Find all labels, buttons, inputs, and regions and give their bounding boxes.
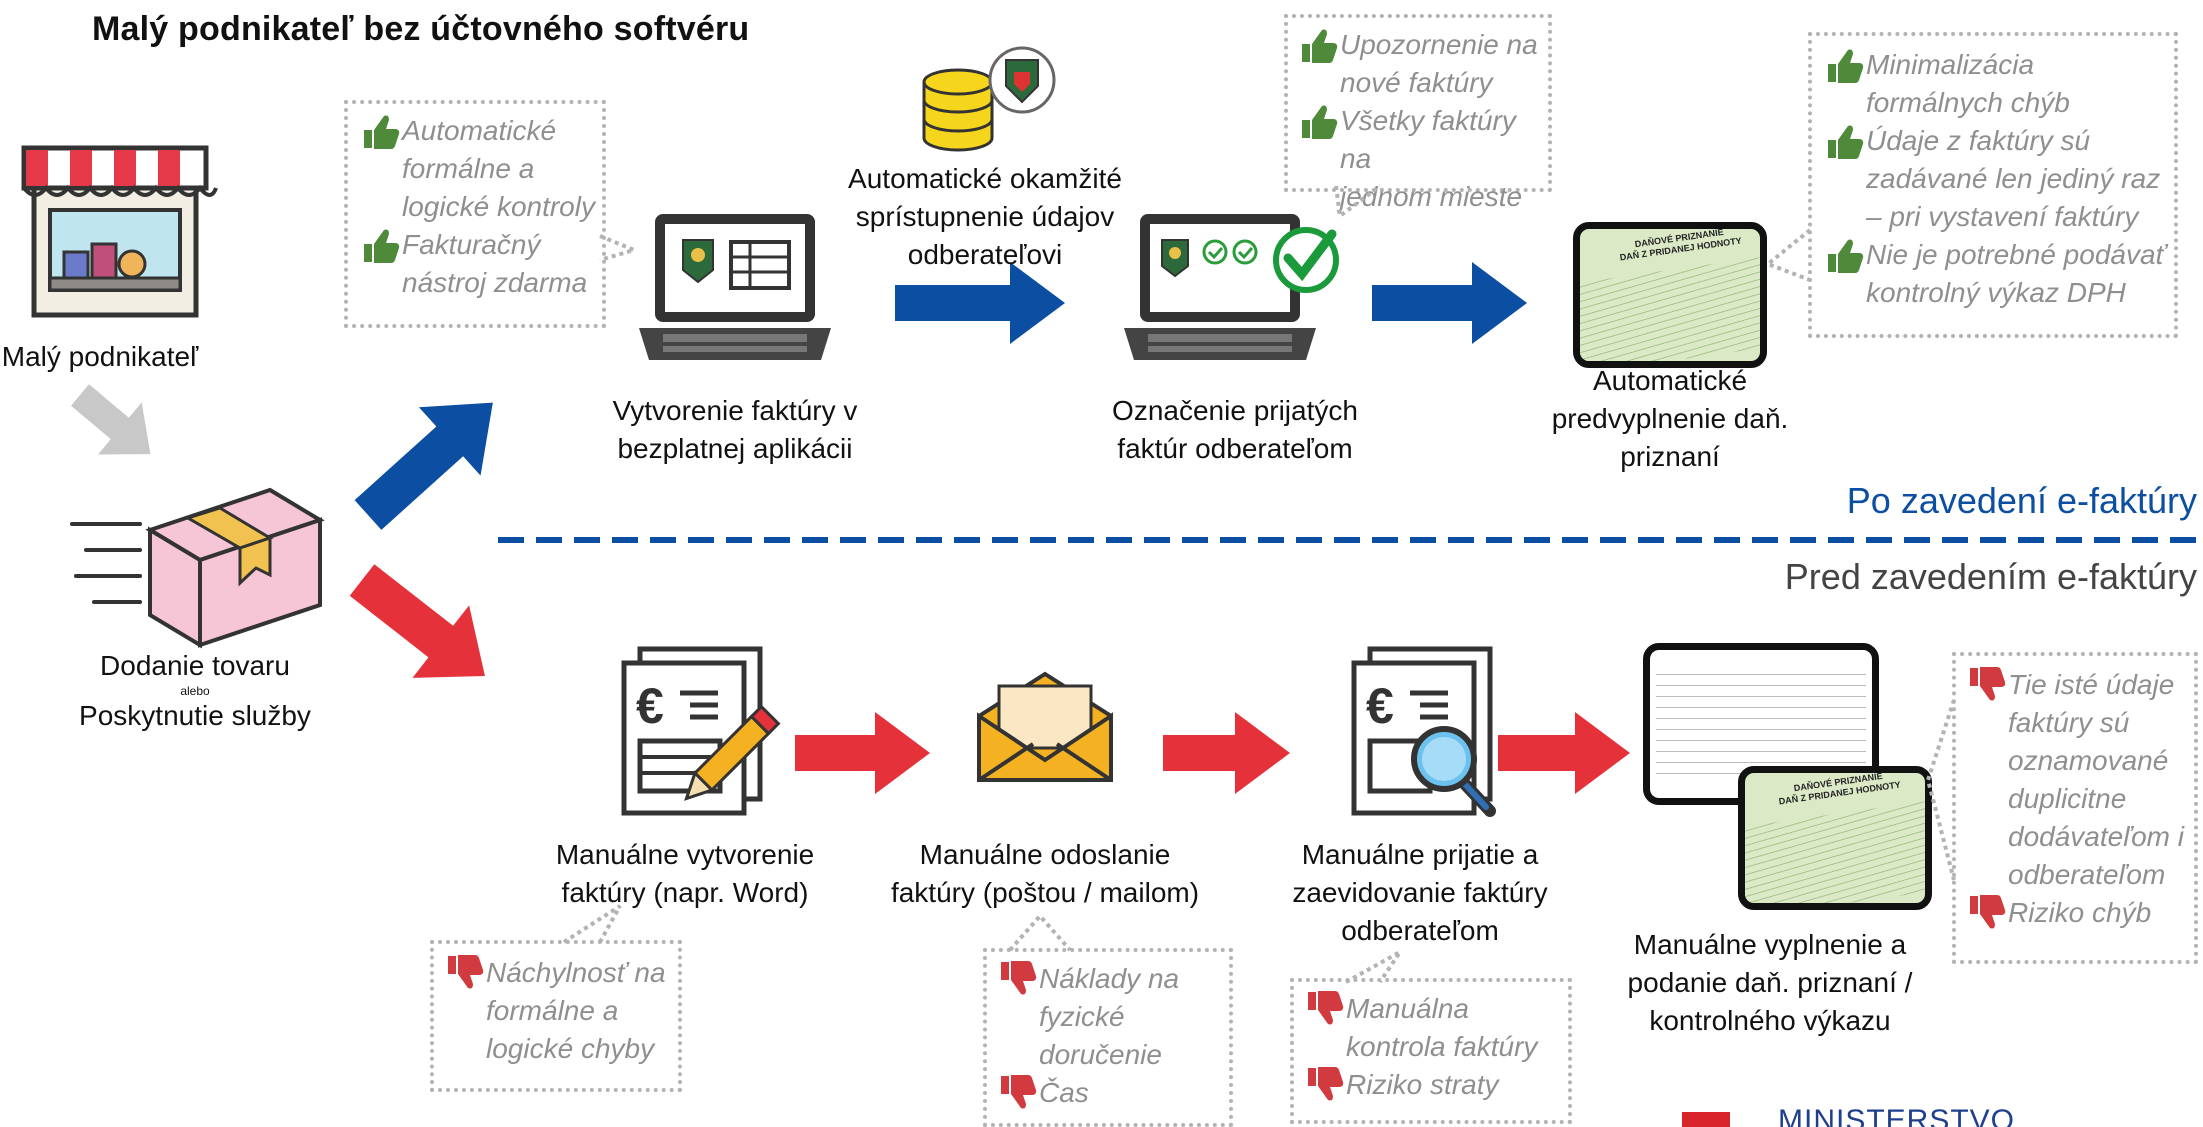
thumbs-down-icon bbox=[1001, 961, 1037, 995]
invoice-search-icon: € bbox=[1351, 646, 1496, 817]
callout-item: Čas bbox=[997, 1074, 1223, 1112]
ministry-logo-text: MINISTERSTVO bbox=[1778, 1106, 2016, 1127]
svg-text:€: € bbox=[1366, 678, 1394, 734]
callout-pointer bbox=[1008, 912, 1072, 952]
callout-pointer bbox=[599, 234, 641, 262]
shop-icon bbox=[21, 145, 218, 318]
callout-pointer bbox=[1345, 950, 1402, 984]
thumbs-down-icon bbox=[1970, 895, 2006, 929]
magnifier-icon bbox=[1411, 726, 1496, 817]
callout-pointer bbox=[1334, 184, 1382, 220]
invoice-edit-icon: € bbox=[621, 646, 781, 816]
package-icon bbox=[70, 487, 325, 649]
section-label-after: Po zavedení e-faktúry bbox=[1846, 480, 2197, 521]
red-arrow-3 bbox=[1498, 712, 1630, 794]
thumbs-down-icon bbox=[1001, 1075, 1037, 1109]
callout-pointer bbox=[1925, 699, 1956, 881]
laptop-check-icon bbox=[1124, 214, 1339, 360]
thumbs-up-icon bbox=[1828, 239, 1864, 273]
gray-arrow bbox=[71, 384, 151, 455]
shop-label: Malý podnikateľ bbox=[1, 341, 199, 372]
ministry-logo-icon bbox=[1682, 1112, 1730, 1127]
checkmark-icon bbox=[1273, 227, 1339, 293]
blue-diagonal-arrow bbox=[354, 402, 493, 530]
database-icon bbox=[922, 46, 1056, 152]
callout-pointer bbox=[1764, 228, 1812, 282]
thumbs-down-icon bbox=[1308, 1067, 1344, 1101]
envelope-icon bbox=[977, 671, 1113, 782]
thumbs-up-icon bbox=[1828, 125, 1864, 159]
thumbs-down-icon bbox=[448, 955, 484, 989]
coat-of-arms-icon bbox=[988, 46, 1056, 114]
red-arrow-2 bbox=[1163, 712, 1290, 794]
red-diagonal-arrow bbox=[349, 564, 485, 678]
svg-text:€: € bbox=[636, 678, 664, 734]
thumbs-up-icon bbox=[364, 115, 400, 149]
thumbs-up-icon bbox=[364, 229, 400, 263]
blue-arrow-2 bbox=[1372, 262, 1527, 344]
callout-item: Riziko straty bbox=[1304, 1066, 1562, 1104]
thumbs-up-icon bbox=[1302, 29, 1338, 63]
delivery-label: Dodanie tovaru alebo Poskytnutie služby bbox=[79, 650, 311, 731]
callout-pointer bbox=[562, 904, 622, 944]
thumbs-down-icon bbox=[1308, 991, 1344, 1025]
blue-arrow-1 bbox=[895, 262, 1065, 344]
thumbs-up-icon bbox=[1302, 105, 1338, 139]
laptop-invoice-icon bbox=[639, 214, 831, 360]
red-arrow-1 bbox=[795, 712, 930, 794]
pencil-icon bbox=[684, 704, 781, 801]
section-label-before: Pred zavedením e-faktúry bbox=[1784, 556, 2197, 597]
callout-item: Riziko chýb bbox=[1966, 894, 2190, 932]
page-title: Malý podnikateľ bez účtovného softvéru bbox=[92, 10, 750, 48]
thumbs-up-icon bbox=[1828, 49, 1864, 83]
thumbs-down-icon bbox=[1970, 667, 2006, 701]
